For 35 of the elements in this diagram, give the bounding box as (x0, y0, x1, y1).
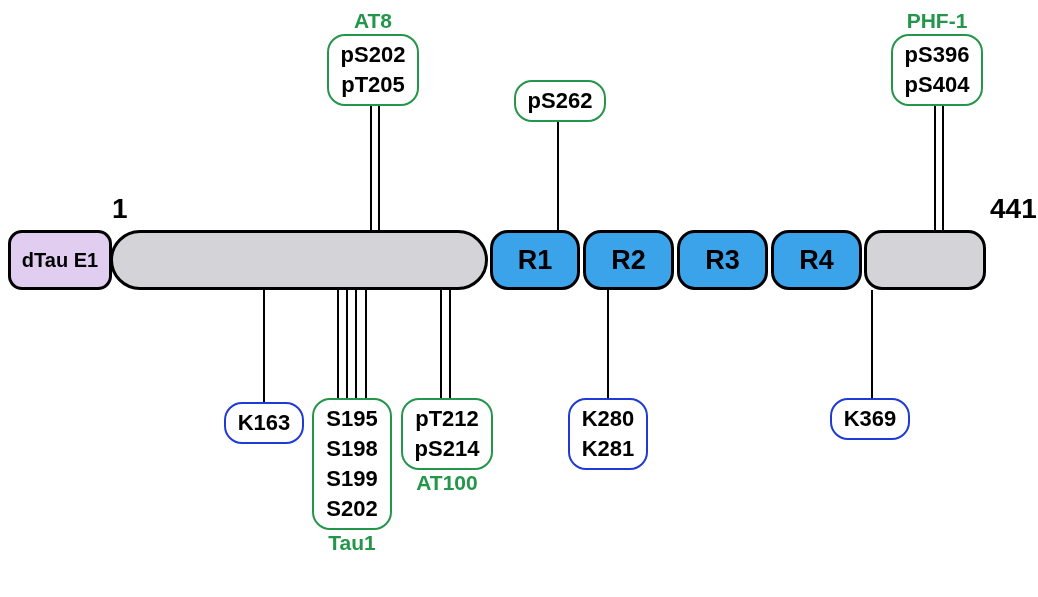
antibody-label: AT8 (353, 8, 393, 34)
site-box: pS202 pT205 (326, 34, 420, 106)
residue-number: 441 (990, 193, 1037, 225)
repeat-domain: R2 (583, 230, 674, 290)
site-box: K280 K281 (567, 398, 649, 470)
protein-domain: dTau E1 (8, 230, 112, 290)
site-box: pS262 (513, 80, 607, 122)
repeat-domain: R3 (677, 230, 768, 290)
site-box: pT212 pS214 (400, 398, 494, 470)
leader-line (378, 105, 380, 231)
leader-line (557, 121, 559, 231)
antibody-label: PHF-1 (906, 8, 968, 34)
leader-line (449, 289, 451, 399)
leader-line (440, 289, 442, 399)
leader-line (337, 289, 339, 399)
leader-line (263, 289, 265, 403)
leader-line (355, 289, 357, 399)
leader-line (934, 105, 936, 231)
protein-domain (110, 230, 488, 290)
leader-line (871, 289, 873, 399)
antibody-label: AT100 (416, 470, 478, 496)
leader-line (607, 289, 609, 399)
protein-domain (864, 230, 986, 290)
site-box: K369 (829, 398, 911, 440)
leader-line (942, 105, 944, 231)
site-box: S195 S198 S199 S202 (312, 398, 392, 530)
leader-line (365, 289, 367, 399)
site-box: K163 (223, 402, 305, 444)
repeat-domain: R1 (490, 230, 580, 290)
antibody-label: Tau1 (328, 530, 376, 556)
residue-number: 1 (112, 193, 128, 225)
repeat-domain: R4 (771, 230, 862, 290)
leader-line (370, 105, 372, 231)
site-box: pS396 pS404 (890, 34, 984, 106)
leader-line (346, 289, 348, 399)
